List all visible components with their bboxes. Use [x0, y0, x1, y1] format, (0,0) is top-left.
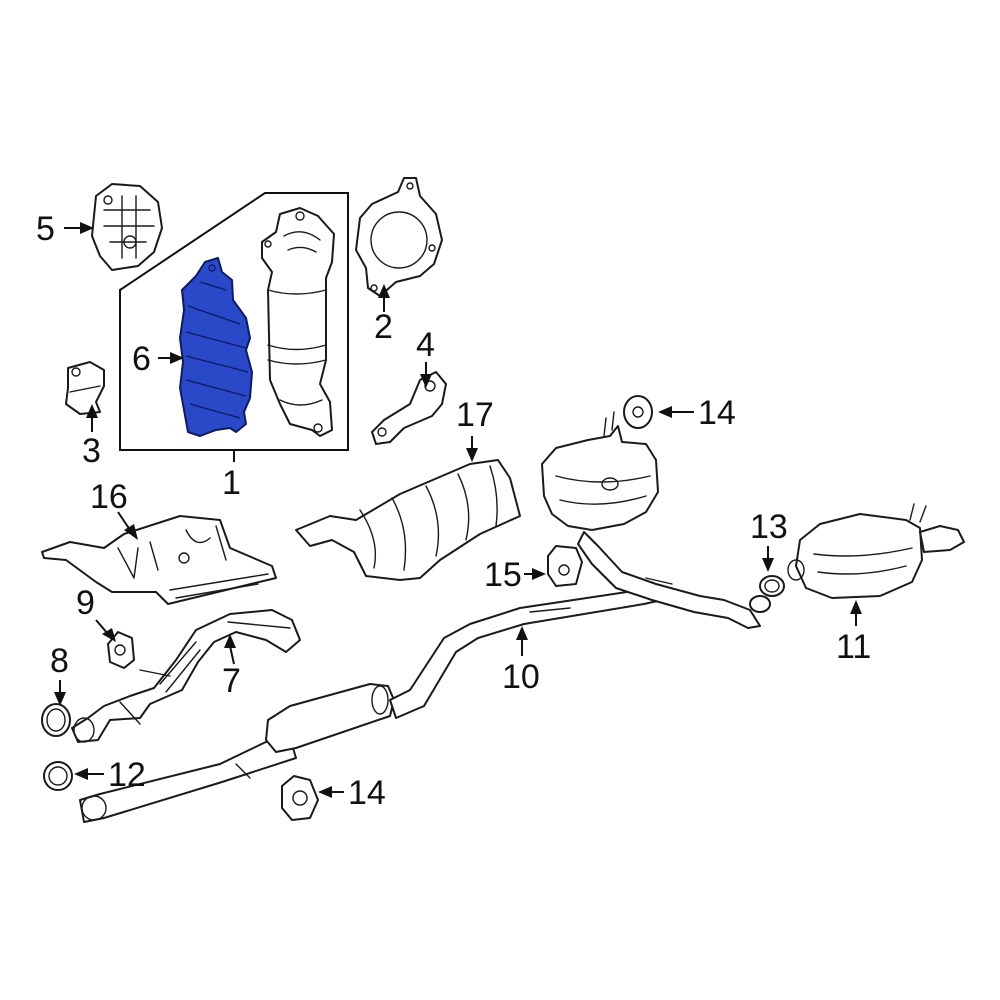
callout-14-bottom: 14	[348, 774, 386, 812]
callout-3: 3	[82, 432, 101, 470]
heat-shield-highlighted[interactable]	[179, 257, 253, 437]
callout-1: 1	[222, 464, 241, 502]
callout-labels: 1 2 3 4 5 6 7 8 9 10 11 12 13 14 14 15 1…	[36, 210, 871, 812]
lower-heat-shield[interactable]	[41, 515, 277, 605]
rubber-hanger-15[interactable]	[547, 545, 583, 587]
callout-9: 9	[76, 584, 95, 622]
callout-17: 17	[456, 396, 494, 434]
support-bracket[interactable]	[371, 371, 447, 445]
front-pipe[interactable]	[71, 609, 301, 743]
callout-16: 16	[90, 478, 128, 516]
callout-4: 4	[416, 326, 435, 364]
exhaust-manifold-cover[interactable]	[91, 183, 163, 271]
leader-lines	[54, 222, 862, 798]
callout-6: 6	[132, 340, 151, 378]
center-resonator[interactable]	[541, 411, 659, 531]
callout-12: 12	[108, 756, 146, 794]
catalytic-converter[interactable]	[261, 207, 335, 437]
callout-14-top: 14	[698, 394, 736, 432]
assembly-group-box	[119, 192, 349, 451]
pipe-flange-ring	[749, 595, 771, 613]
upper-heat-shield[interactable]	[295, 459, 521, 581]
callout-5: 5	[36, 210, 55, 248]
pipe-gasket-ring-12[interactable]	[43, 761, 73, 791]
callout-13: 13	[750, 508, 788, 546]
rear-muffler[interactable]	[787, 503, 965, 599]
pipe-gasket-ring-8[interactable]	[41, 703, 71, 737]
callout-15: 15	[484, 556, 522, 594]
callout-2: 2	[374, 308, 393, 346]
rubber-hanger-14-bottom[interactable]	[281, 775, 319, 821]
callout-8: 8	[50, 642, 69, 680]
converter-gasket[interactable]	[355, 177, 443, 297]
rear-pipe-gasket[interactable]	[759, 575, 785, 597]
callout-10: 10	[502, 658, 540, 696]
rubber-hanger-14-top[interactable]	[623, 395, 653, 429]
center-exhaust-pipe[interactable]	[79, 531, 761, 823]
converter-bracket[interactable]	[65, 361, 105, 415]
callout-11: 11	[836, 628, 871, 666]
callout-7: 7	[222, 662, 241, 700]
